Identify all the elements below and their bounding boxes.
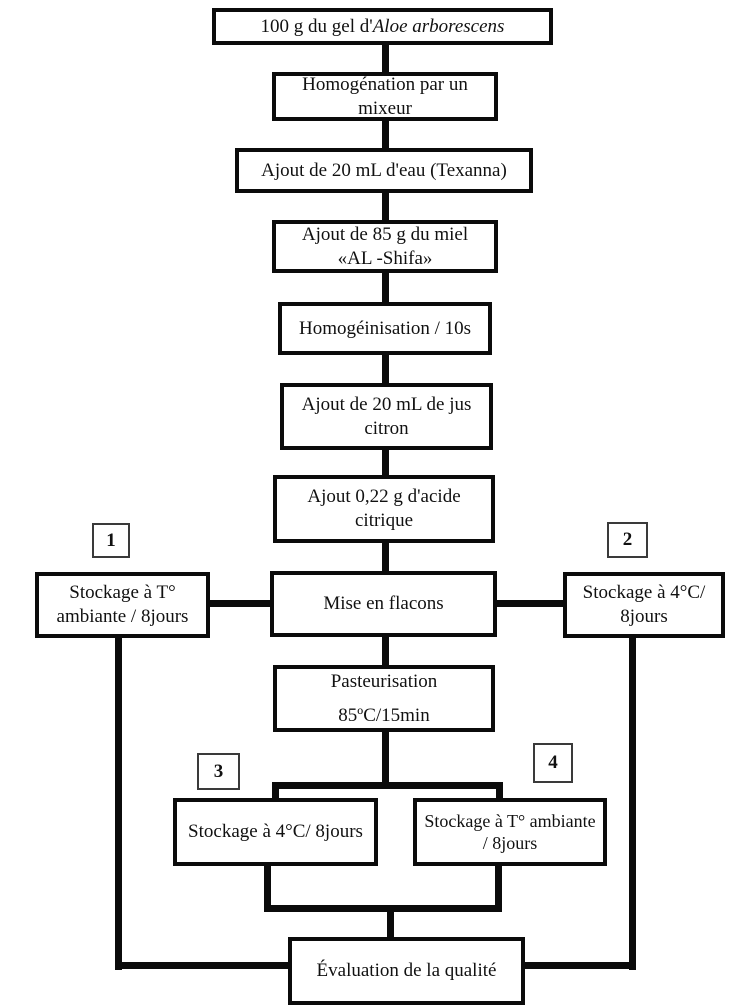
edge-stockage3-join <box>264 862 271 912</box>
node-acide-line2: citrique <box>354 510 414 531</box>
node-jus-line1: Ajout de 20 mL de jus <box>301 393 472 415</box>
node-stockage2-line1: Stockage à 4°C/ <box>582 582 706 604</box>
edge-join-evaluation <box>387 905 394 940</box>
node-jus-line2: citron <box>364 417 409 439</box>
edge-pasteurisation-branch <box>382 727 389 789</box>
edge-miel-homogeinisation <box>382 268 389 308</box>
edge-branch-stockage3 <box>272 782 279 800</box>
node-pasteurisation: Pasteurisation 85ºC/15min <box>273 665 495 732</box>
node-evaluation-line1: Évaluation de la qualité <box>316 960 497 982</box>
node-homogenation-line2: mixeur <box>358 97 412 119</box>
node-acide-line1: Ajout 0,22 g d'acide <box>307 486 461 508</box>
node-stockage2-line2: 8jours <box>620 606 668 627</box>
node-homogeinisation: Homogéinisation / 10s <box>278 302 492 355</box>
node-stockage1-line1: Stockage à T° <box>69 582 176 604</box>
node-flacons-line1: Mise en flacons <box>323 593 444 615</box>
join-bar-stockage34 <box>264 905 502 912</box>
edge-stockage4-join <box>495 862 502 912</box>
node-stockage1: Stockage à T°ambiante / 8jours <box>35 572 210 638</box>
node-miel-line2: «AL -Shifa» <box>337 247 433 269</box>
node-stockage4: Stockage à T° ambiante/ 8jours <box>413 798 607 866</box>
node-pasteurisation-line1: Pasteurisation <box>330 670 438 692</box>
node-evaluation: Évaluation de la qualité <box>288 937 525 1005</box>
edge-branch-stockage4 <box>496 782 503 800</box>
node-stockage1-line2: ambiante / 8jours <box>56 606 189 627</box>
edge-homogeinisation-jus <box>382 350 389 390</box>
edge-stockage1-flacons <box>205 600 275 607</box>
node-pasteurisation-line2: 85ºC/15min <box>338 704 430 726</box>
badge-3: 3 <box>197 753 240 790</box>
node-source-text: 100 g du gel d'Aloe arborescens <box>260 15 505 37</box>
edge-homogenation-eau <box>382 115 389 155</box>
badge-1: 1 <box>92 523 130 558</box>
edge-flacons-pasteurisation <box>382 632 389 671</box>
edge-source-homogenation <box>382 40 389 80</box>
edge-stockage2-evaluation <box>521 962 636 969</box>
node-eau: Ajout de 20 mL d'eau (Texanna) <box>235 148 533 193</box>
edge-stockage1-evaluation <box>115 962 292 969</box>
node-stockage4-line1: Stockage à T° ambiante <box>424 810 596 831</box>
node-homogenation-line1: Homogénation par un <box>302 73 468 95</box>
edge-flacons-stockage2 <box>493 600 568 607</box>
node-stockage2: Stockage à 4°C/8jours <box>563 572 725 638</box>
edge-stockage1-down <box>115 634 122 970</box>
edge-acide-flacons <box>382 538 389 577</box>
node-stockage4-line2: / 8jours <box>482 833 538 853</box>
node-source: 100 g du gel d'Aloe arborescens <box>212 8 553 45</box>
branch-bar-pasteurisation <box>272 782 503 789</box>
node-miel: Ajout de 85 g du miel«AL -Shifa» <box>272 220 498 273</box>
badge-2: 2 <box>607 522 648 558</box>
edge-stockage2-down <box>629 634 636 970</box>
edge-eau-miel <box>382 188 389 226</box>
node-eau-line1: Ajout de 20 mL d'eau (Texanna) <box>261 159 507 181</box>
node-flacons: Mise en flacons <box>270 571 497 637</box>
badge-4: 4 <box>533 743 573 783</box>
edge-jus-acide <box>382 445 389 481</box>
node-stockage3: Stockage à 4°C/ 8jours <box>173 798 378 866</box>
node-homogeinisation-line1: Homogéinisation / 10s <box>298 317 472 339</box>
node-stockage3-line1: Stockage à 4°C/ 8jours <box>188 821 363 843</box>
node-miel-line1: Ajout de 85 g du miel <box>301 223 469 245</box>
